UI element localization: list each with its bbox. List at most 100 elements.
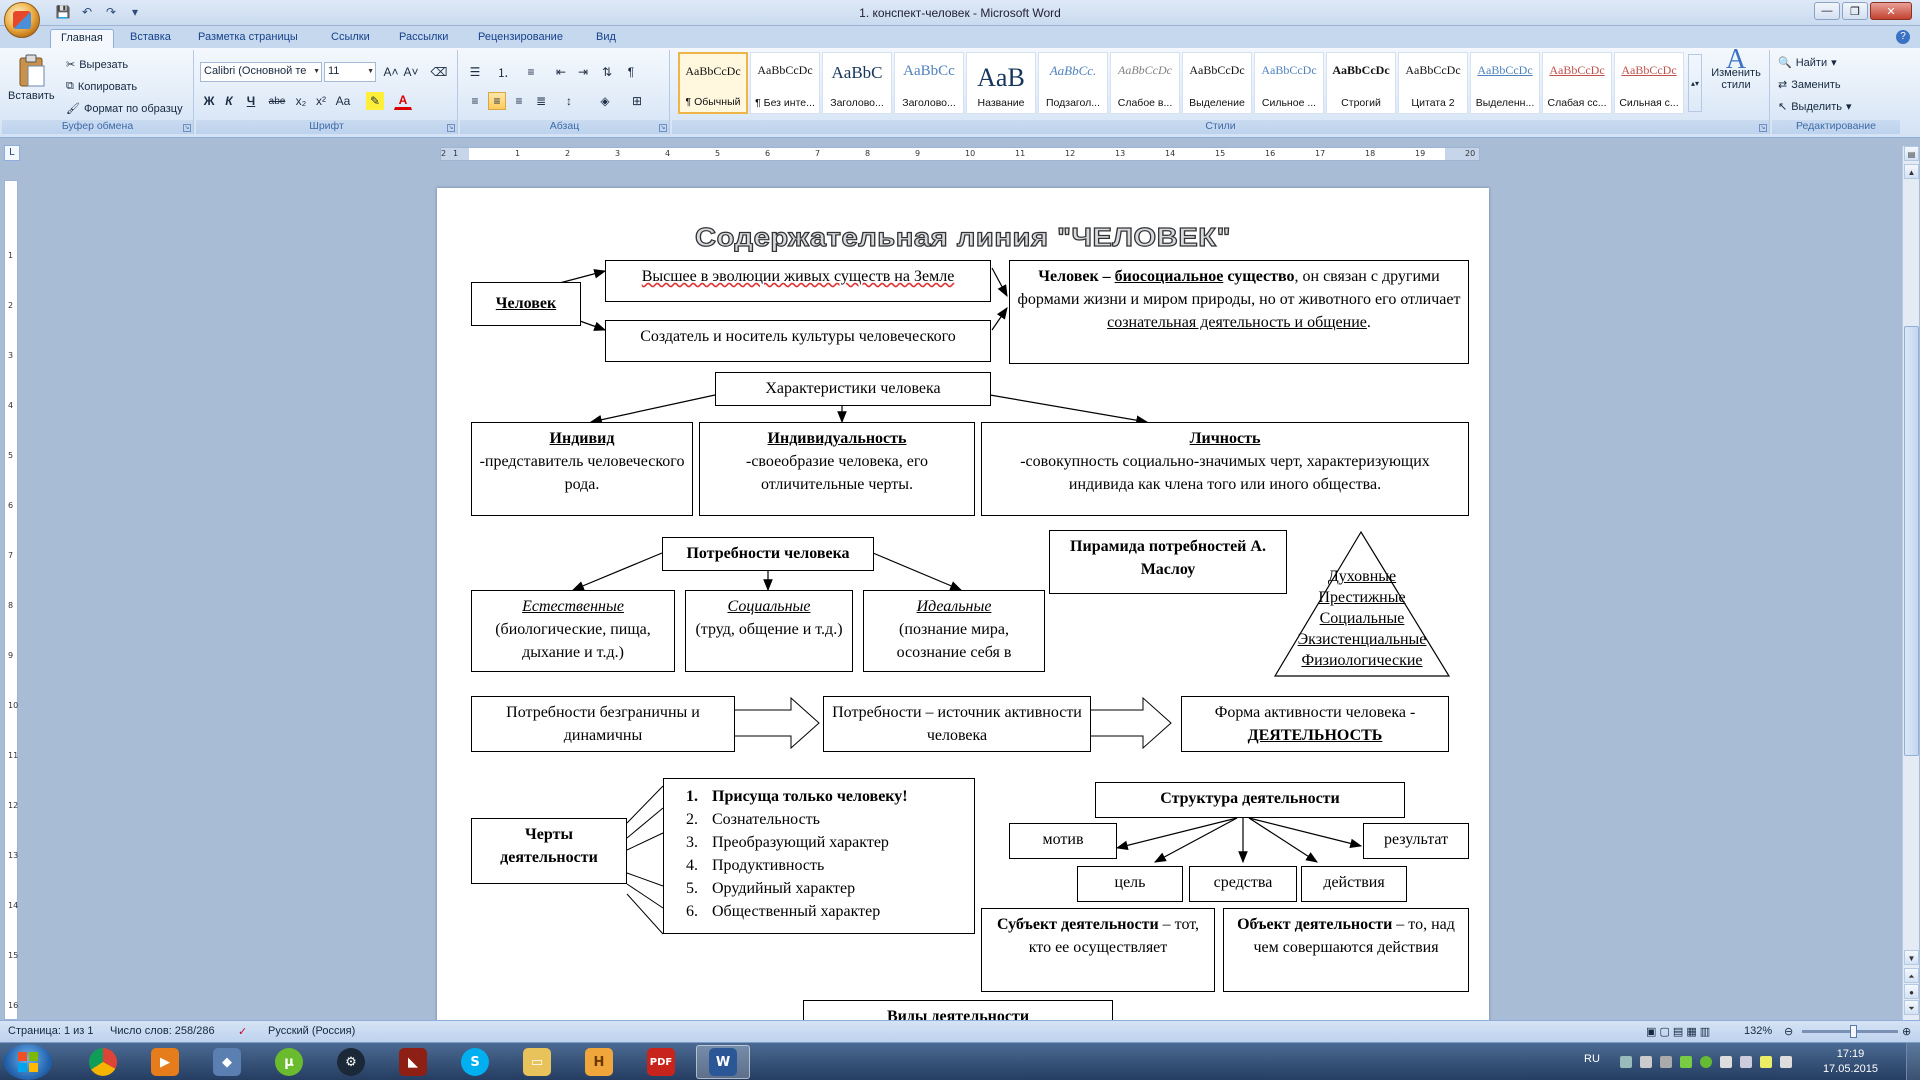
align-left-icon[interactable]: ≡ bbox=[471, 94, 479, 108]
multilevel-list-icon[interactable]: ≡ bbox=[527, 65, 535, 79]
replace-button[interactable]: ⇄Заменить bbox=[1778, 78, 1841, 92]
shading-icon[interactable]: ◈ bbox=[600, 94, 610, 108]
tab-page-layout[interactable]: Разметка страницы bbox=[198, 31, 298, 43]
cut-button[interactable]: ✂Вырезать bbox=[66, 58, 128, 72]
customize-qat-icon[interactable]: ▾ bbox=[131, 5, 139, 19]
line-spacing-icon[interactable]: ↕ bbox=[566, 94, 572, 108]
justify-icon[interactable]: ≣ bbox=[535, 94, 547, 108]
sort-icon[interactable]: ⇅ bbox=[601, 65, 613, 79]
flag-icon[interactable] bbox=[1740, 1056, 1752, 1068]
input-language[interactable]: RU bbox=[1584, 1053, 1600, 1065]
highlight-icon[interactable]: ✎ bbox=[366, 92, 384, 110]
align-right-icon[interactable]: ≡ bbox=[515, 94, 523, 108]
dota-app[interactable]: ◣ bbox=[386, 1045, 440, 1079]
show-marks-icon[interactable]: ¶ bbox=[627, 65, 635, 79]
paragraph-launcher-icon[interactable]: ↘ bbox=[659, 124, 667, 132]
superscript-button[interactable]: x² bbox=[316, 94, 326, 108]
power-icon[interactable] bbox=[1760, 1056, 1772, 1068]
tray-icon[interactable] bbox=[1680, 1056, 1692, 1068]
tab-selector-icon[interactable]: L bbox=[4, 145, 20, 161]
undo-icon[interactable]: ↶ bbox=[81, 5, 93, 19]
font-size-combo[interactable]: 11▼ bbox=[324, 62, 376, 82]
proofing-icon[interactable]: ✓ bbox=[238, 1026, 248, 1038]
minimize-button[interactable]: — bbox=[1814, 2, 1840, 20]
tab-view[interactable]: Вид bbox=[596, 31, 616, 43]
style-tile[interactable]: AaBbCc.Подзагол... bbox=[1038, 52, 1108, 114]
redo-icon[interactable]: ↷ bbox=[105, 5, 117, 19]
zoom-thumb[interactable] bbox=[1850, 1025, 1857, 1038]
zoom-out-icon[interactable]: ⊖ bbox=[1784, 1026, 1794, 1038]
style-tile[interactable]: AaBbCcDc¶ Обычный bbox=[678, 52, 748, 114]
scroll-down-icon[interactable]: ▼ bbox=[1904, 950, 1919, 965]
close-button[interactable]: ✕ bbox=[1870, 2, 1912, 20]
pdf-app[interactable]: PDF bbox=[634, 1045, 688, 1079]
styles-launcher-icon[interactable]: ↘ bbox=[1759, 124, 1767, 132]
tray-icon[interactable] bbox=[1620, 1056, 1632, 1068]
word-app[interactable]: W bbox=[696, 1045, 750, 1079]
zoom-level[interactable]: 132% bbox=[1744, 1025, 1773, 1037]
speaker-icon[interactable] bbox=[1780, 1056, 1792, 1068]
save-icon[interactable]: 💾 bbox=[55, 5, 71, 19]
clear-format-icon[interactable]: ⌫ bbox=[430, 65, 448, 79]
increase-indent-icon[interactable]: ⇥ bbox=[577, 65, 589, 79]
paste-button[interactable]: Вставить bbox=[8, 54, 55, 102]
prev-page-icon[interactable]: ⏶ bbox=[1904, 968, 1919, 983]
document-page[interactable]: Содержательная линия "ЧЕЛОВЕК" Человек В… bbox=[437, 188, 1489, 1020]
style-tile[interactable]: AaBbCcDc¶ Без инте... bbox=[750, 52, 820, 114]
page-count[interactable]: Страница: 1 из 1 bbox=[8, 1025, 94, 1037]
file-explorer-app[interactable]: ▭ bbox=[510, 1045, 564, 1079]
scroll-thumb[interactable] bbox=[1904, 326, 1919, 756]
grow-font-icon[interactable]: A˄ bbox=[383, 65, 399, 79]
tray-icon[interactable] bbox=[1660, 1056, 1672, 1068]
tab-references[interactable]: Ссылки bbox=[331, 31, 370, 43]
bold-button[interactable]: Ж bbox=[203, 94, 215, 108]
tray-icon[interactable] bbox=[1700, 1056, 1712, 1068]
italic-button[interactable]: К bbox=[225, 94, 233, 108]
clock[interactable]: 17:19 17.05.2015 bbox=[1823, 1047, 1878, 1077]
next-page-icon[interactable]: ⏷ bbox=[1904, 1000, 1919, 1015]
styles-scroll-icon[interactable]: ▴▾ bbox=[1688, 54, 1702, 112]
view-buttons-icon[interactable]: ▣ ▢ ▤ ▦ ▥ bbox=[1646, 1026, 1711, 1038]
word-count[interactable]: Число слов: 258/286 bbox=[110, 1025, 215, 1037]
change-styles-button[interactable]: A Изменить стили bbox=[1706, 46, 1766, 92]
utorrent-app[interactable]: µ bbox=[262, 1045, 316, 1079]
skype-app[interactable]: S bbox=[448, 1045, 502, 1079]
format-painter-button[interactable]: 🖌Формат по образцу bbox=[66, 102, 183, 116]
start-button[interactable] bbox=[4, 1044, 52, 1080]
browse-object-icon[interactable]: ● bbox=[1904, 984, 1919, 999]
show-desktop-button[interactable] bbox=[1906, 1043, 1920, 1080]
tab-mailings[interactable]: Рассылки bbox=[399, 31, 449, 43]
tab-insert[interactable]: Вставка bbox=[130, 31, 171, 43]
borders-icon[interactable]: ⊞ bbox=[631, 94, 643, 108]
strikethrough-button[interactable]: abe bbox=[268, 95, 286, 107]
vertical-scrollbar[interactable]: ▤ ▲ ▼ ⏶ ● ⏷ bbox=[1902, 146, 1919, 1020]
ruler-toggle-icon[interactable]: ▤ bbox=[1904, 146, 1919, 161]
shrink-font-icon[interactable]: A˅ bbox=[403, 65, 419, 79]
find-button[interactable]: 🔍Найти▾ bbox=[1778, 56, 1837, 70]
explorer-tool-app[interactable]: ◆ bbox=[200, 1045, 254, 1079]
tab-home[interactable]: Главная bbox=[50, 29, 114, 48]
clipboard-launcher-icon[interactable]: ↘ bbox=[183, 124, 191, 132]
tab-review[interactable]: Рецензирование bbox=[478, 31, 563, 43]
scroll-up-icon[interactable]: ▲ bbox=[1904, 164, 1919, 179]
media-player-app[interactable]: ▶ bbox=[138, 1045, 192, 1079]
language[interactable]: Русский (Россия) bbox=[268, 1025, 356, 1037]
decrease-indent-icon[interactable]: ⇤ bbox=[555, 65, 567, 79]
steam-app[interactable]: ⚙ bbox=[324, 1045, 378, 1079]
chrome-app[interactable] bbox=[76, 1045, 130, 1079]
underline-button[interactable]: Ч bbox=[246, 94, 256, 108]
tray-icon[interactable] bbox=[1640, 1056, 1652, 1068]
maximize-button[interactable]: ❐ bbox=[1842, 2, 1868, 20]
align-center-icon[interactable]: ≡ bbox=[488, 92, 506, 110]
